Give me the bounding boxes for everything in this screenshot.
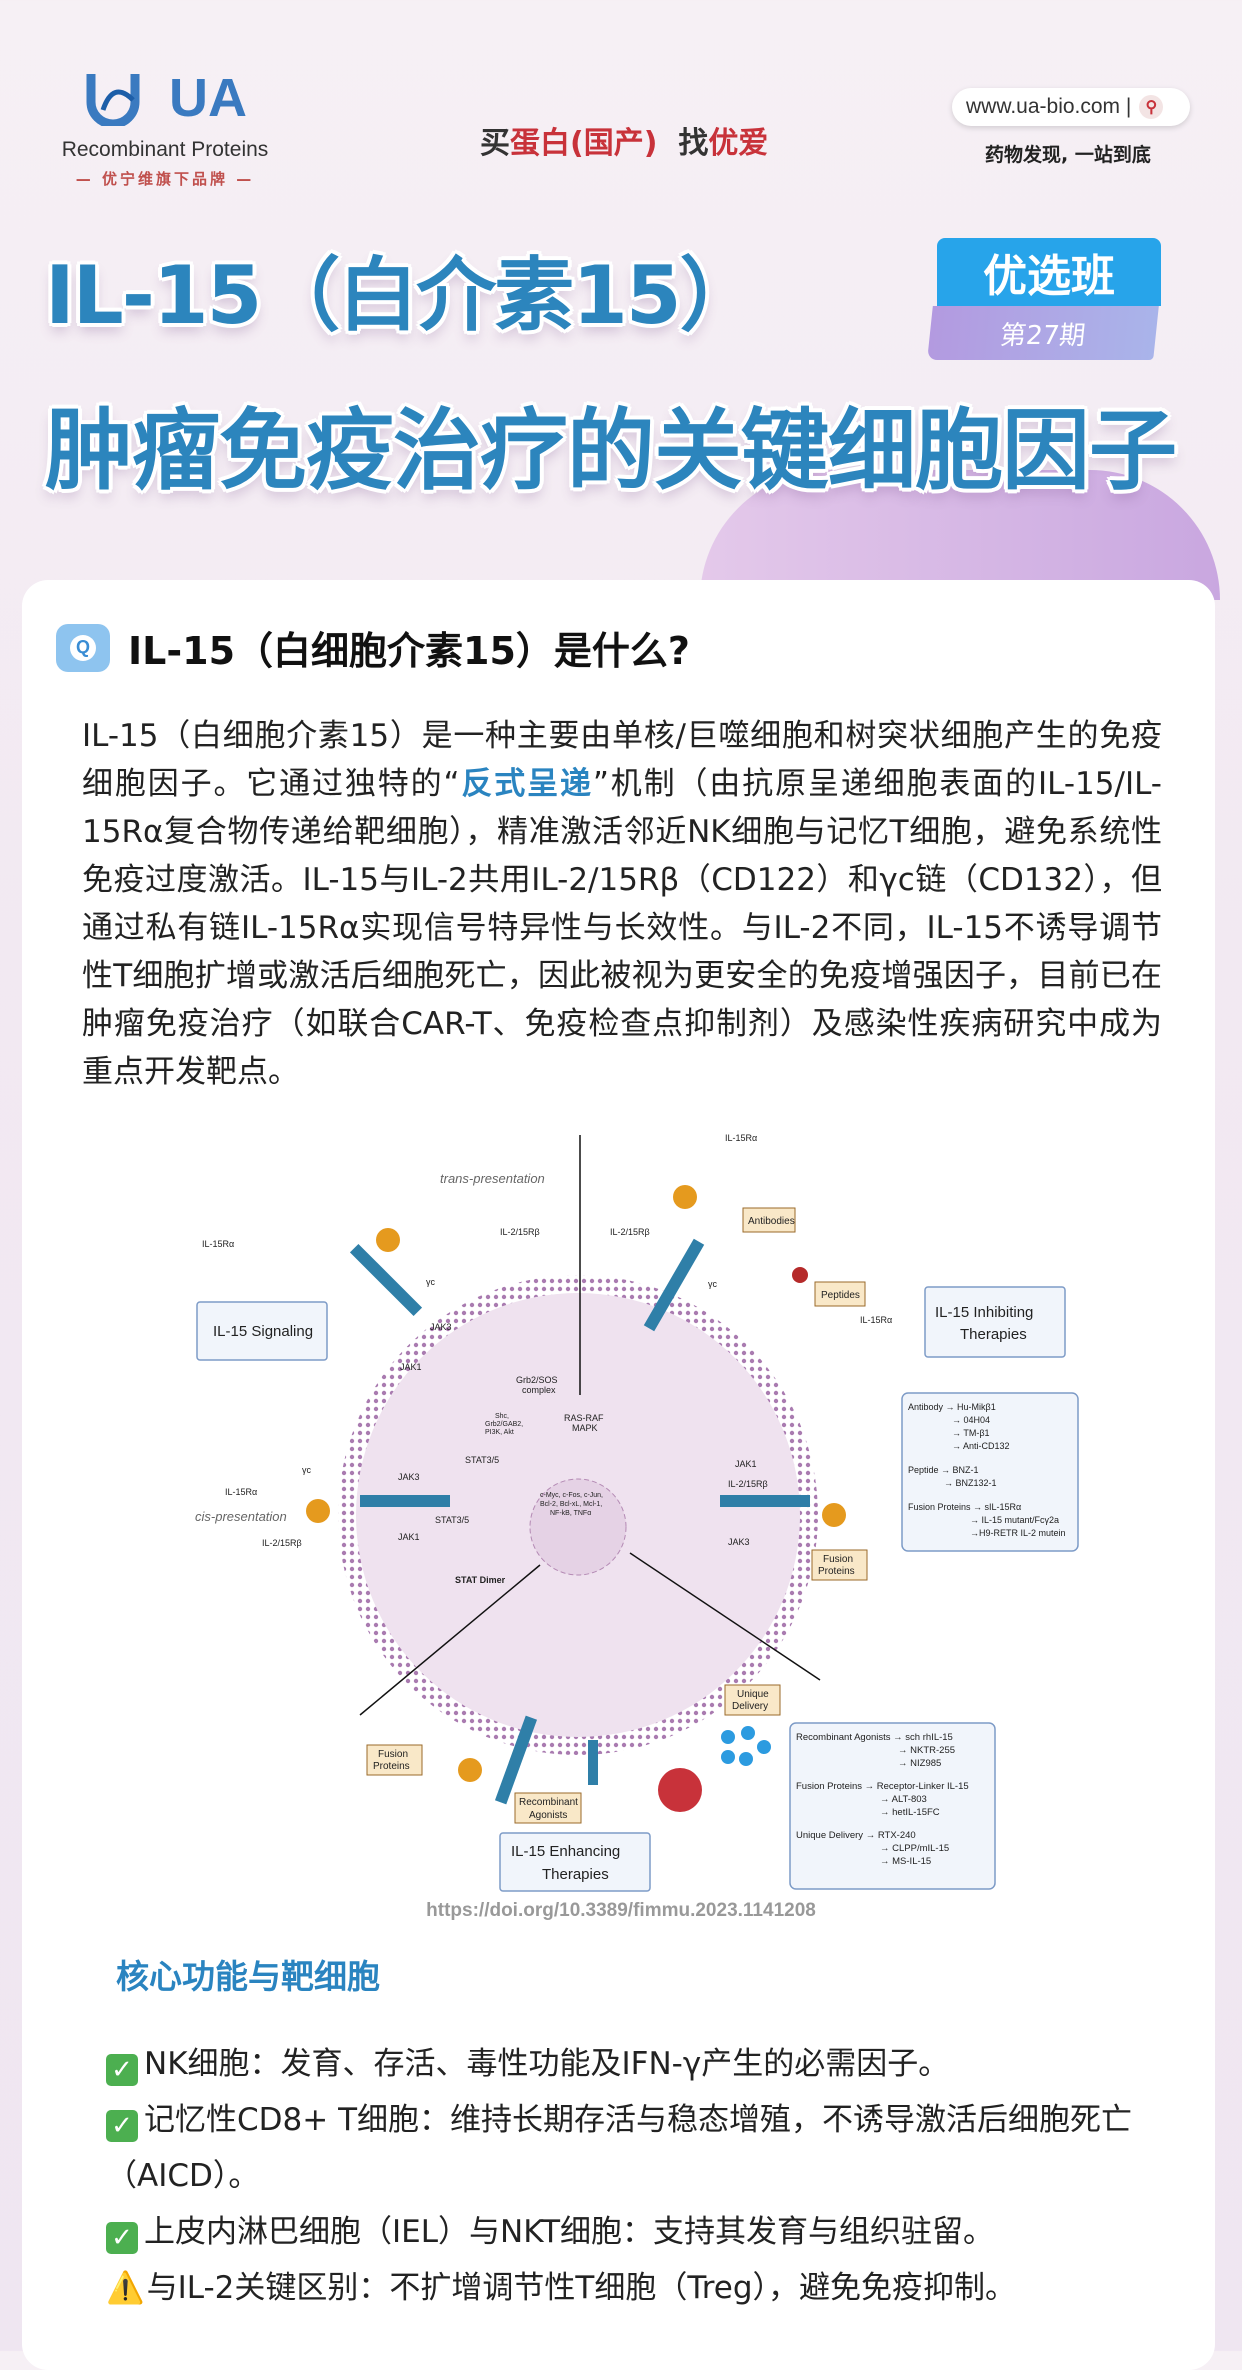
diagram-label: →H9-RETR IL-2 mutein: [970, 1528, 1066, 1538]
diagram-label: → IL-15 mutant/Fcγ2a: [970, 1515, 1059, 1525]
question-chat-icon: Q: [56, 623, 110, 672]
diagram-label: trans-presentation: [440, 1171, 545, 1186]
diagram-label: IL-15Rα: [202, 1239, 234, 1249]
diagram-label: RAS-RAF: [564, 1413, 604, 1423]
highlight-trans-presentation: 反式呈递: [459, 766, 593, 802]
list-item: ⚠️与IL-2关键区别：不扩增调节性T细胞（Treg），避免免疫抑制。: [106, 2270, 1017, 2306]
badge-issue: 第27期: [927, 306, 1159, 360]
diagram-label: c-Myc, c-Fos, c-Jun,: [540, 1492, 603, 1499]
diagram-label: Recombinant Agonists → sch rhIL-15: [796, 1732, 953, 1743]
diagram-label: STAT3/5: [435, 1515, 469, 1525]
diagram-label: → MS-IL-15: [880, 1856, 931, 1867]
diagram-label: Proteins: [818, 1566, 855, 1577]
diagram-label: IL-2/15Rβ: [500, 1227, 540, 1237]
diagram-label: → Anti-CD132: [952, 1441, 1010, 1451]
logo-tagline: — 优宁维旗下品牌 —: [75, 170, 255, 188]
diagram-label: Antibody → Hu-Mikβ1: [908, 1402, 996, 1412]
brand-logo: UA Recombinant Proteins — 优宁维旗下品牌 —: [55, 68, 275, 189]
diagram-label: Agonists: [529, 1810, 567, 1821]
diagram-label: JAK1: [398, 1532, 420, 1542]
diagram-label: Grb2/SOS: [516, 1375, 558, 1385]
badge-series: 优选班: [937, 238, 1161, 306]
check-icon: ✓: [106, 2222, 138, 2254]
intro-paragraph: IL-15（白细胞介素15）是一种主要由单核/巨噬细胞和树突状细胞产生的免疫细胞…: [82, 718, 1162, 1090]
diagram-label: Fusion Proteins → Receptor-Linker IL-15: [796, 1781, 969, 1792]
title-line-2: 肿瘤免疫治疗的关键细胞因子: [45, 399, 1177, 502]
diagram-label: IL-15 Inhibiting: [935, 1304, 1033, 1321]
diagram-label: Delivery: [732, 1701, 768, 1712]
diagram-label: IL-2/15Rβ: [610, 1227, 650, 1237]
diagram-label: Therapies: [960, 1326, 1027, 1343]
diagram-label: MAPK: [572, 1423, 598, 1433]
diagram-label: Shc,: [495, 1413, 509, 1420]
diagram-label: → 04H04: [952, 1415, 990, 1425]
diagram-label: γc: [708, 1279, 718, 1289]
check-icon: ✓: [106, 2054, 138, 2086]
diagram-label: JAK1: [735, 1459, 757, 1469]
search-icon[interactable]: ⚲: [1139, 95, 1164, 119]
diagram-label: IL-15Rα: [225, 1487, 257, 1497]
diagram-label: JAK1: [400, 1362, 422, 1372]
slogan: 买蛋白(国产) 找优爱: [480, 126, 769, 161]
decorative-swoosh: [700, 470, 1220, 600]
nucleus: [529, 1478, 627, 1576]
diagram-label: Fusion: [378, 1749, 408, 1760]
diagram-label: PI3K, Akt: [485, 1429, 514, 1436]
diagram-label: IL-15Rα: [860, 1315, 892, 1325]
diagram-label: IL-15 Enhancing: [511, 1843, 620, 1860]
section-heading-functions: 核心功能与靶细胞: [116, 1957, 380, 1996]
diagram-label: → TM-β1: [952, 1428, 990, 1438]
list-item: ✓记忆性CD8+ T细胞：维持长期存活与稳态增殖，不诱导激活后细胞死亡（AICD…: [106, 2102, 1133, 2194]
diagram-label: IL-2/15Rβ: [728, 1479, 768, 1489]
function-list: ✓NK细胞：发育、存活、毒性功能及IFN-γ产生的必需因子。 ✓记忆性CD8+ …: [106, 2036, 1166, 2316]
diagram-label: Grb2/GAB2,: [485, 1421, 523, 1428]
list-item: ✓NK细胞：发育、存活、毒性功能及IFN-γ产生的必需因子。: [106, 2036, 1166, 2092]
title-line-1: IL-15（白介素15）: [45, 249, 760, 342]
diagram-label: → CLPP/mIL-15: [880, 1843, 949, 1854]
diagram-label: STAT3/5: [465, 1455, 499, 1465]
diagram-label: NF-kB, TNFα: [550, 1510, 591, 1517]
list-item: ✓上皮内淋巴细胞（IEL）与NKT细胞：支持其发育与组织驻留。: [106, 2204, 1166, 2260]
diagram-label: IL-15Rα: [725, 1133, 757, 1143]
diagram-label: JAK3: [398, 1472, 420, 1482]
logo-subtitle: Recombinant Proteins: [61, 138, 269, 161]
diagram-label: → BNZ132-1: [944, 1478, 997, 1488]
diagram-label: Bcl-2, Bcl-xL, Mcl-1,: [540, 1501, 602, 1508]
diagram-label: JAK3: [430, 1322, 452, 1332]
diagram-label: → hetIL-15FC: [880, 1807, 940, 1818]
check-icon: ✓: [106, 2110, 138, 2142]
diagram-label: γc: [302, 1465, 312, 1475]
diagram-label: Antibodies: [748, 1216, 795, 1227]
diagram-label: IL-2/15Rβ: [262, 1538, 302, 1548]
il15-diagram: IL-15Rα IL-15Rα IL-2/15Rβ IL-2/15Rβ IL-2…: [195, 1133, 1079, 1892]
motto: 药物发现, 一站到底: [985, 144, 1151, 166]
diagram-label: Proteins: [373, 1761, 410, 1772]
diagram-label: → NKTR-255: [898, 1745, 955, 1756]
section-heading-what: Q IL-15（白细胞介素15）是什么?: [56, 620, 690, 675]
diagram-label: Peptides: [821, 1290, 860, 1301]
diagram-label: Unique Delivery → RTX-240: [796, 1830, 916, 1841]
logo-mark: UA: [169, 68, 247, 128]
diagram-label: STAT Dimer: [455, 1575, 506, 1585]
diagram-label: JAK3: [728, 1537, 750, 1547]
diagram-label: cis-presentation: [195, 1509, 287, 1524]
diagram-label: IL-15 Signaling: [213, 1323, 313, 1340]
diagram-label: Therapies: [542, 1866, 609, 1883]
warning-icon: ⚠️: [106, 2270, 145, 2306]
diagram-label: → NIZ985: [898, 1758, 941, 1769]
diagram-label: Fusion Proteins → sIL-15Rα: [908, 1502, 1021, 1512]
website-search-pill[interactable]: www.ua-bio.com |⚲: [952, 88, 1190, 126]
website-url[interactable]: www.ua-bio.com: [966, 95, 1121, 118]
diagram-label: → ALT-803: [880, 1794, 927, 1805]
diagram-label: complex: [522, 1385, 556, 1395]
ua-logo-icon: [86, 74, 140, 126]
diagram-label: Recombinant: [519, 1797, 578, 1808]
diagram-label: Fusion: [823, 1554, 853, 1565]
diagram-label: Peptide → BNZ-1: [908, 1465, 979, 1475]
doi-link[interactable]: https://doi.org/10.3389/fimmu.2023.11412…: [426, 1900, 816, 1921]
diagram-label: Unique: [737, 1689, 769, 1700]
diagram-label: γc: [426, 1277, 436, 1287]
